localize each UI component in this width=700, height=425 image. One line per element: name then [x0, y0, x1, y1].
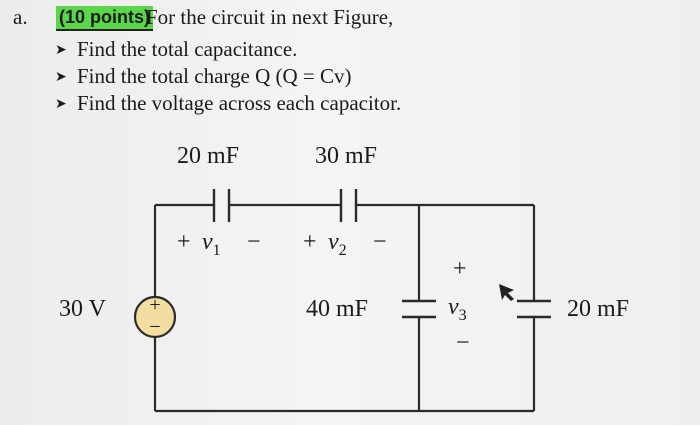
c3-label: 40 mF	[306, 296, 369, 322]
v2-minus: −	[373, 229, 387, 255]
bullet-text: Find the total charge Q (Q = Cv)	[77, 64, 352, 88]
v3-minus: −	[456, 330, 470, 356]
v1-label: v1	[202, 229, 221, 260]
source-plus-sign: +	[149, 294, 160, 316]
v3-label: v3	[448, 294, 467, 325]
arrow-bullet-icon: ➤	[55, 70, 67, 85]
v1-subscript: 1	[212, 241, 221, 259]
bullet-item: ➤ Find the total charge Q (Q = Cv)	[55, 64, 352, 89]
capacitor-c2	[339, 189, 358, 222]
bullet-text: Find the voltage across each capacitor.	[77, 91, 402, 115]
cursor-icon	[499, 284, 514, 301]
voltage-source	[133, 295, 177, 339]
v1-plus: +	[177, 229, 191, 255]
v2-label: v2	[328, 229, 347, 260]
question-letter: a.	[13, 5, 28, 29]
v3-plus: +	[453, 256, 467, 282]
v3-subscript: 3	[458, 306, 467, 324]
arrow-bullet-icon: ➤	[55, 43, 67, 58]
bullet-item: ➤ Find the total capacitance.	[55, 37, 297, 62]
capacitor-c4	[517, 299, 551, 319]
source-minus-sign: −	[149, 316, 160, 338]
c1-label: 20 mF	[177, 143, 240, 169]
v1-minus: −	[247, 229, 261, 255]
arrow-bullet-icon: ➤	[55, 97, 67, 112]
capacitor-c3	[402, 299, 436, 319]
question-text: For the circuit in next Figure,	[146, 5, 394, 29]
v2-symbol: v	[328, 229, 339, 255]
v1-symbol: v	[202, 229, 213, 255]
points-badge: (10 points)	[56, 6, 154, 31]
source-label: 30 V	[59, 296, 106, 322]
capacitor-c1	[212, 189, 231, 222]
c4-label: 20 mF	[567, 296, 630, 322]
v2-subscript: 2	[338, 241, 347, 259]
v3-symbol: v	[448, 294, 459, 320]
bullet-text: Find the total capacitance.	[77, 37, 298, 61]
c2-label: 30 mF	[315, 143, 378, 169]
v2-plus: +	[303, 229, 317, 255]
bullet-item: ➤ Find the voltage across each capacitor.	[55, 91, 401, 116]
